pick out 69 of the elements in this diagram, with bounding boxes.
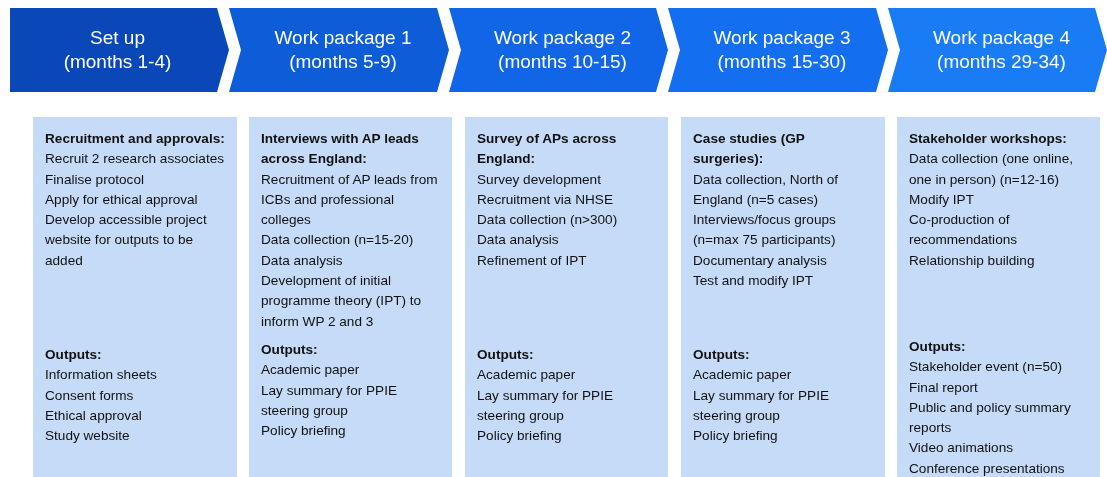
list-item: Study website	[45, 427, 131, 446]
list-item: Data analysis	[261, 251, 344, 270]
phase-title: Set up	[90, 27, 145, 48]
list-item: Survey development	[477, 170, 602, 189]
list-item: Co-production of recommendations	[909, 211, 1019, 250]
section-heading: Outputs:	[45, 346, 103, 364]
list-item: Modify IPT	[909, 190, 975, 209]
phase-banner	[229, 8, 449, 92]
list-item: Recruit 2 research associates	[45, 150, 226, 169]
phase-banner	[888, 8, 1107, 92]
list-item: Finalise protocol	[45, 170, 145, 189]
list-item: Lay summary for PPIE steering group	[693, 386, 830, 425]
phase-duration: (months 15-30)	[717, 51, 847, 72]
list-item: Consent forms	[45, 386, 135, 405]
list-item: Policy briefing	[261, 422, 347, 441]
section-heading: Interviews with AP leads across England:	[261, 130, 420, 169]
list-item: Conference presentations	[909, 459, 1066, 477]
phase-duration: (months 5-9)	[289, 51, 397, 72]
section-heading: Outputs:	[693, 346, 751, 364]
list-item: Data collection (n=15-20)	[261, 231, 415, 250]
section-heading: Outputs:	[261, 341, 319, 359]
list-item: Data analysis	[477, 231, 560, 250]
list-item: Lay summary for PPIE steering group	[477, 386, 614, 425]
list-item: Refinement of IPT	[477, 251, 588, 270]
list-item: Final report	[909, 378, 979, 397]
section-heading: Case studies (GP surgeries):	[693, 130, 806, 169]
phase-duration: (months 1-4)	[63, 51, 172, 72]
task-panel	[465, 117, 668, 477]
list-item: Recruitment of AP leads from ICBs and professional colleges	[261, 170, 439, 230]
phase-banner	[668, 8, 888, 92]
section-heading: Outputs:	[909, 338, 967, 356]
phase-banner	[10, 8, 229, 92]
section-heading: Stakeholder workshops:	[909, 130, 1068, 148]
list-item: Academic paper	[693, 366, 793, 385]
phase-title: Work package 2	[494, 27, 631, 48]
task-panel	[681, 117, 885, 477]
phase-title: Work package 4	[933, 27, 1070, 48]
list-item: Apply for ethical approval	[45, 190, 199, 209]
task-panel	[33, 117, 237, 477]
list-item: Develop accessible project website for outputs to be added	[45, 211, 208, 270]
section-heading: Survey of APs across England:	[477, 130, 618, 169]
list-item: Stakeholder event (n=50)	[909, 358, 1064, 377]
task-panel	[249, 117, 452, 477]
list-item: Information sheets	[45, 366, 158, 385]
list-item: Academic paper	[477, 366, 577, 385]
phase-title: Work package 3	[713, 27, 851, 48]
list-item: Data collection (one online, one in person) (n=12-16)	[909, 150, 1074, 189]
list-item: Ethical approval	[45, 406, 143, 425]
list-item: Data collection, North of England (n=5 cases)	[693, 170, 840, 209]
task-panel	[897, 117, 1100, 477]
list-item: Development of initial programme theory (IPT) to inform WP 2 and 3	[261, 272, 423, 331]
list-item: Data collection (n>300)	[477, 211, 619, 230]
list-item: Interviews/focus groups (n=max 75 participants)	[693, 211, 837, 250]
phase-title: Work package 1	[274, 27, 412, 48]
phase-banner	[449, 8, 668, 92]
list-item: Relationship building	[909, 251, 1036, 270]
section-heading: Recruitment and approvals:	[45, 130, 226, 148]
list-item: Academic paper	[261, 361, 361, 380]
section-heading: Outputs:	[477, 346, 535, 364]
list-item: Public and policy summary reports	[909, 398, 1072, 438]
phase-duration: (months 10-15)	[498, 51, 627, 72]
list-item: Video animations	[909, 439, 1015, 458]
list-item: Lay summary for PPIE steering group	[261, 381, 398, 420]
list-item: Test and modify IPT	[693, 272, 815, 291]
list-item: Policy briefing	[477, 427, 563, 446]
phase-duration: (months 29-34)	[937, 51, 1066, 72]
list-item: Documentary analysis	[693, 251, 828, 270]
list-item: Recruitment via NHSE	[477, 190, 614, 209]
list-item: Policy briefing	[693, 427, 779, 446]
